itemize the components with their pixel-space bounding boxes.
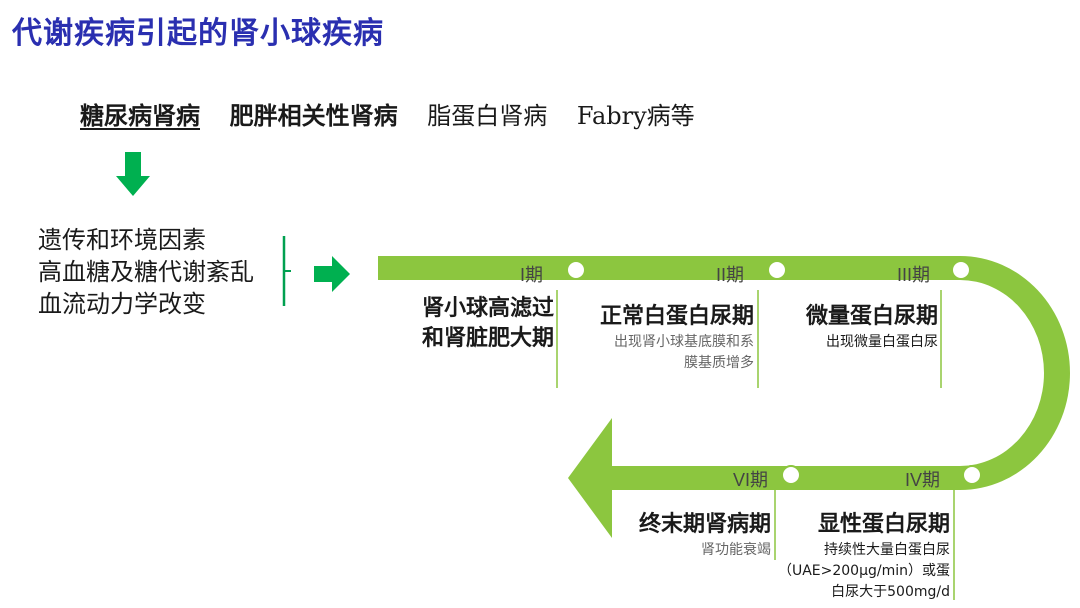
stage-3-name: 微量蛋白尿期 xyxy=(805,304,938,329)
band-bottom xyxy=(568,418,960,538)
stage-2-label: II期 xyxy=(716,265,745,285)
stage-3-label: III期 xyxy=(897,265,931,285)
factor-item: 血流动力学改变 xyxy=(38,290,206,318)
stage-2-name: 正常白蛋白尿期 xyxy=(599,304,754,329)
down-arrow-icon xyxy=(116,152,150,196)
cause-obesity-nephropathy: 肥胖相关性肾病 xyxy=(229,102,398,130)
stage-1-name: 肾小球高滤过 和肾脏肥大期 xyxy=(421,296,554,351)
cause-diabetic-nephropathy: 糖尿病肾病 xyxy=(80,102,200,130)
stage-3-desc: 出现微量白蛋白尿 xyxy=(826,334,938,350)
stage-4-name: 显性蛋白尿期 xyxy=(817,512,950,537)
band-curve xyxy=(960,256,1070,490)
factors-bracket xyxy=(282,236,291,306)
stage-6-name: 终末期肾病期 xyxy=(638,512,771,537)
page-title: 代谢疾病引起的肾小球疾病 xyxy=(12,16,384,51)
cause-lipoprotein-glomerulopathy: 脂蛋白肾病 xyxy=(427,102,548,130)
cause-fabry-disease: Fabry病等 xyxy=(576,102,695,130)
causes-line: 糖尿病肾病 肥胖相关性肾病 脂蛋白肾病 Fabry病等 xyxy=(80,96,717,131)
right-arrow-icon xyxy=(314,256,350,292)
stage-1-label: I期 xyxy=(520,265,544,285)
stage-6-label: VI期 xyxy=(733,470,769,490)
factor-item: 遗传和环境因素 xyxy=(38,226,206,254)
stage-6-desc: 肾功能衰竭 xyxy=(701,542,771,558)
stage-4-desc: 持续性大量白蛋白尿 （UAE>200μg/min）或蛋 白尿大于500mg/d xyxy=(777,542,950,600)
stage-4-label: IV期 xyxy=(905,470,941,490)
stage-2-desc: 出现肾小球基底膜和系 膜基质增多 xyxy=(614,334,754,371)
factors-list: 遗传和环境因素 高血糖及糖代谢紊乱 血流动力学改变 xyxy=(38,224,254,320)
factor-item: 高血糖及糖代谢紊乱 xyxy=(38,258,254,286)
